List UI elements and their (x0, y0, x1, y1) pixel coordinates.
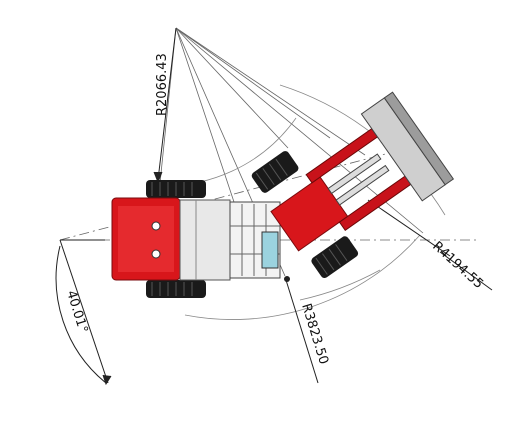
rear-frame (111, 180, 281, 298)
articulation-angle-label: 40.01° (63, 289, 90, 335)
outer-radius-label: R4194.55 (429, 239, 486, 292)
dimension-leaders (153, 27, 493, 384)
rear-chassis (179, 199, 231, 281)
angle-dimension (55, 239, 112, 386)
hood-emblem-top (151, 221, 161, 231)
inner-radius-label: R2066.43 (155, 53, 170, 116)
lift-cylinder (327, 153, 382, 195)
front-chassis (270, 176, 349, 252)
construction-lines (59, 27, 480, 277)
boom-arm-top (305, 127, 379, 184)
hood-emblem-bottom (151, 249, 161, 259)
articulation-pin (284, 276, 290, 282)
front-frame (251, 91, 455, 279)
tilt-cylinder (335, 164, 390, 206)
